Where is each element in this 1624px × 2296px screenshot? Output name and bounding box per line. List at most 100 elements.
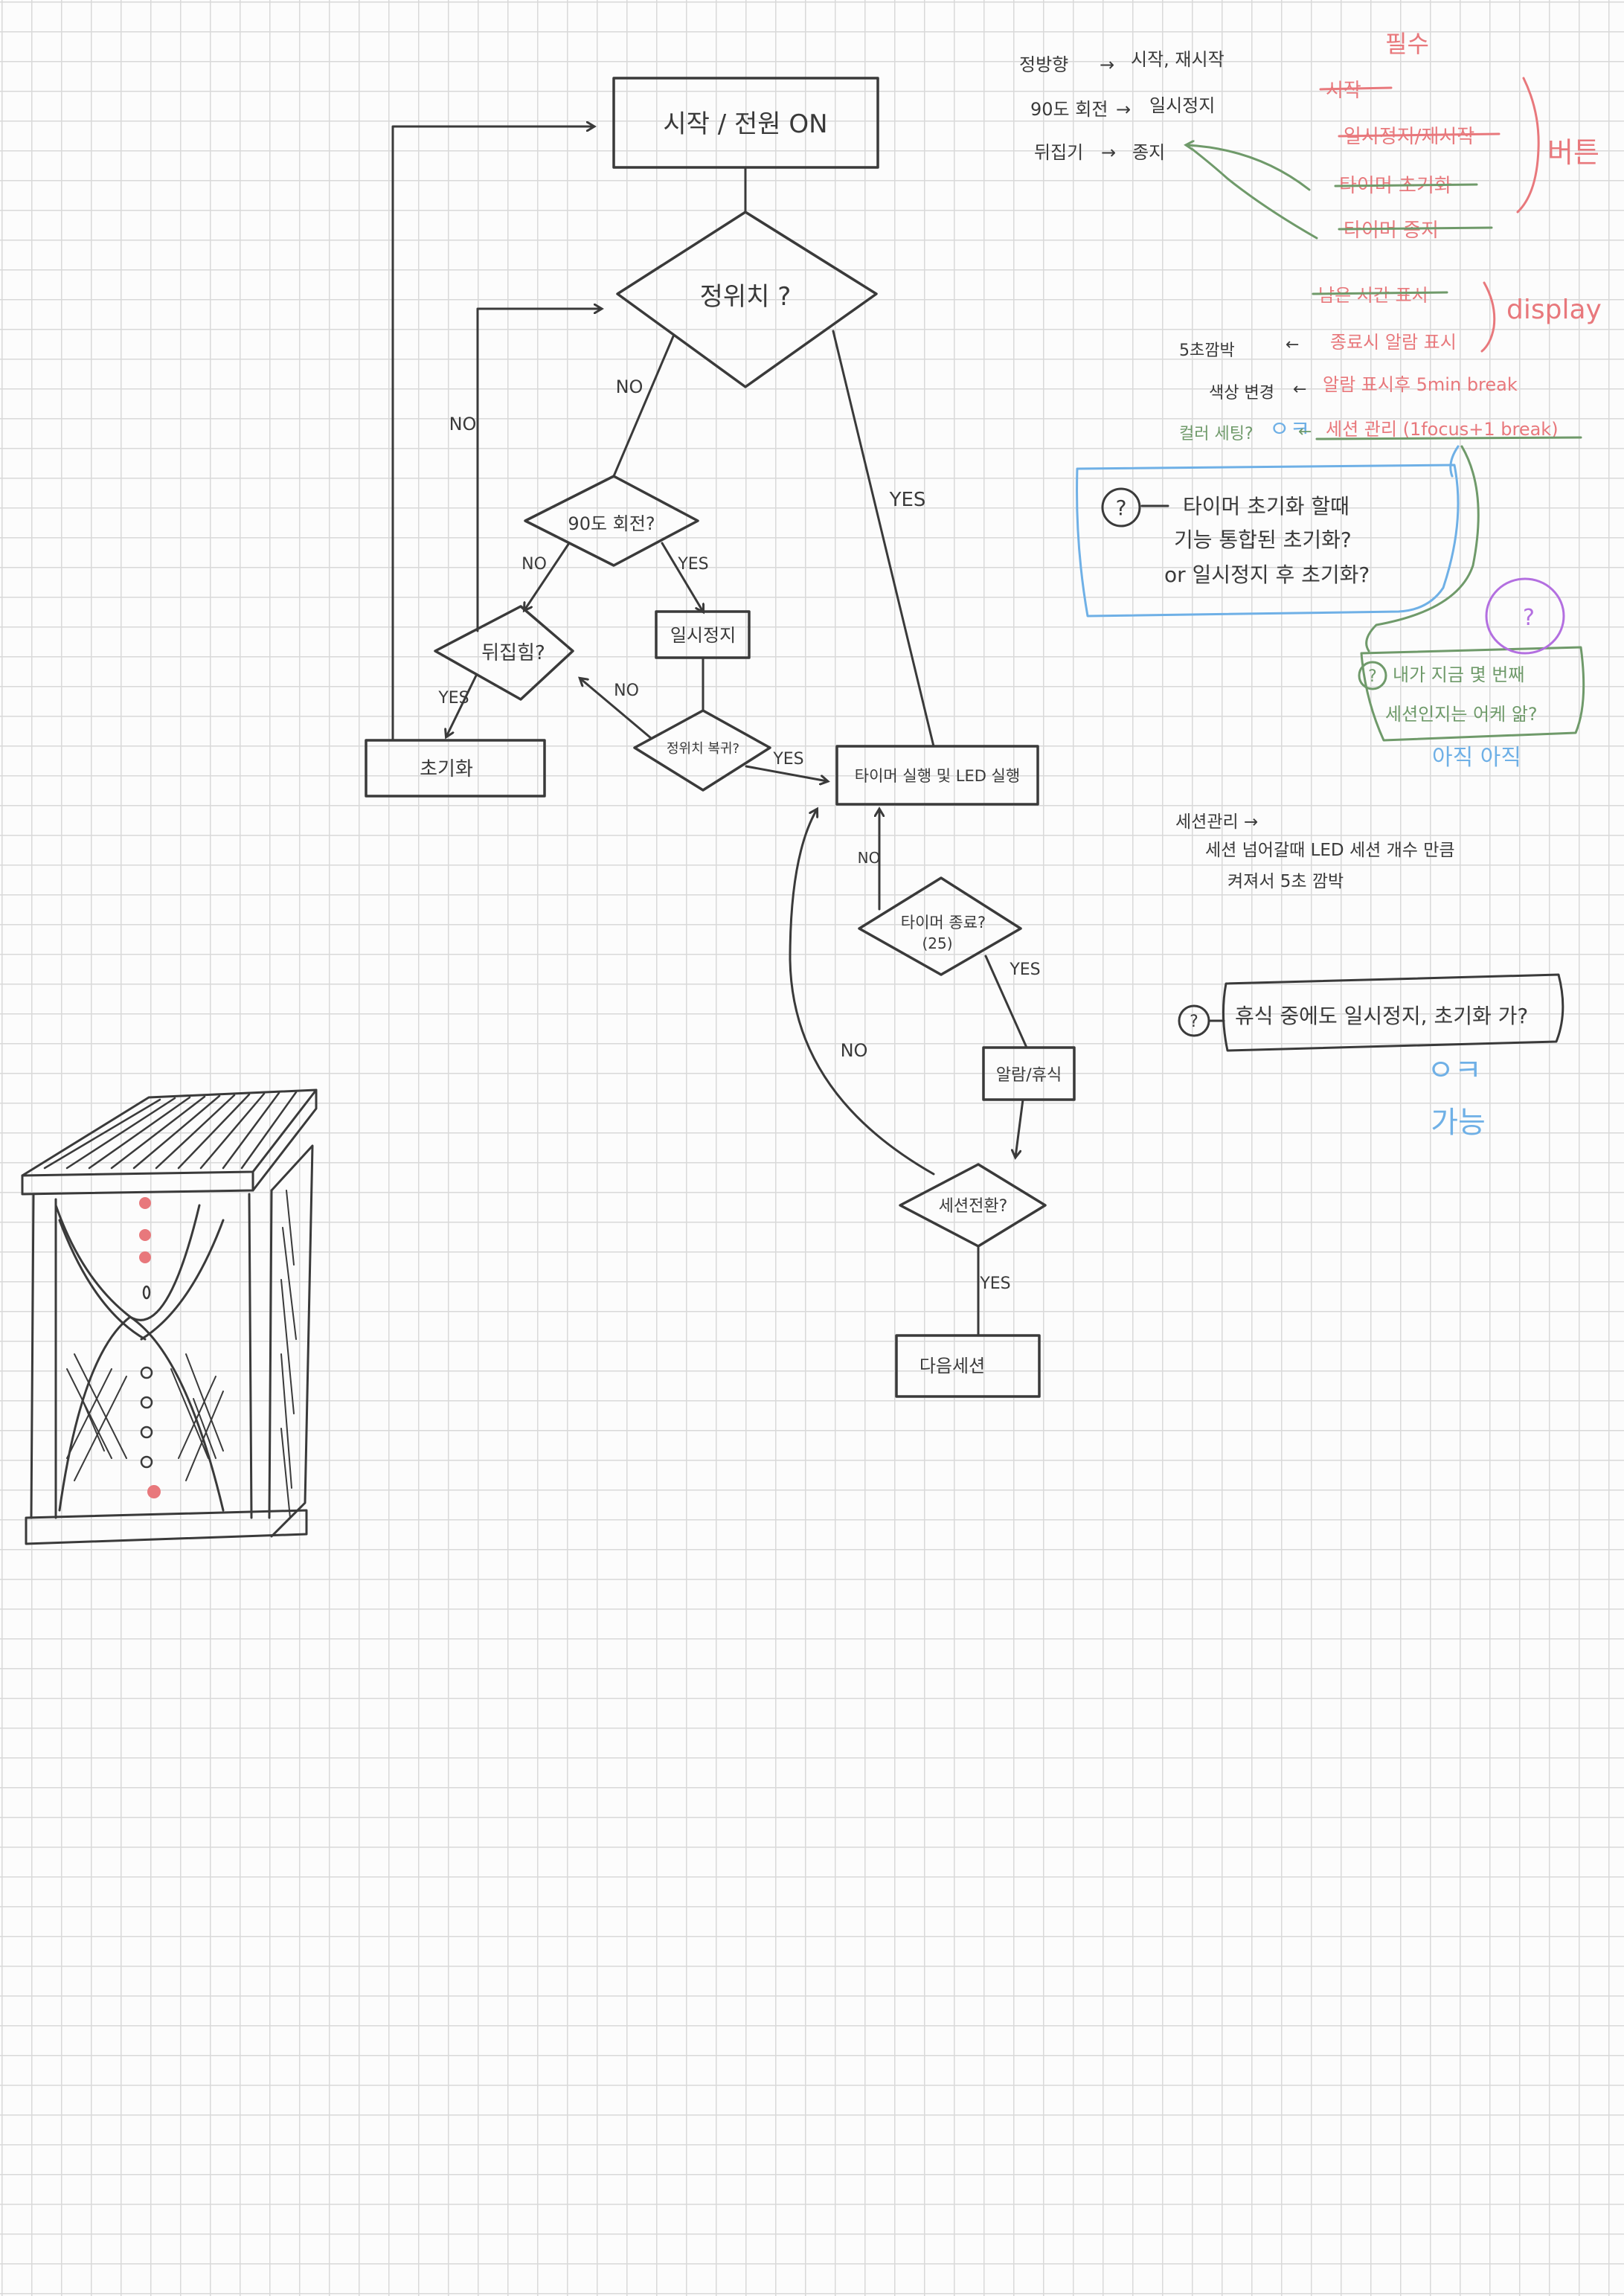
upright-yes-line [832,330,935,748]
button-item-1: 시작 [1326,80,1361,102]
action-row-1-to: 시작, 재시작 [1131,49,1225,70]
session-label: 세션전환? [939,1197,1008,1216]
timer-run-box [835,745,1039,806]
start-label: 시작 / 전원 ON [663,109,827,139]
action-row-2-to: 일시정지 [1149,95,1215,116]
no-label-rotate: NO [521,555,547,574]
question3-answer-line2: 가능 [1431,1106,1486,1140]
strike-button-2 [1338,132,1501,138]
button-item-4: 타이머 종지 [1344,219,1439,242]
reset-to-start-line [391,126,594,742]
blink-arrow: ← [1286,336,1299,354]
restore-label: 정위치 복귀? [667,741,739,757]
no-label-session: NO [841,1040,868,1061]
question3-box [1222,973,1564,1052]
color-setting-label: 컬러 세팅? [1179,425,1254,443]
buttons-brace [1516,77,1540,214]
question1-tail [1449,445,1460,478]
upright-label: 정위치 ? [700,282,792,312]
yes-label-rotate: YES [677,555,708,574]
session-mgmt-line2: 켜져서 5초 깜박 [1227,872,1344,891]
question2-line2: 세션인지는 어케 앎? [1385,704,1538,725]
strike-button-1 [1319,86,1393,91]
no-label-upright: NO [616,376,643,397]
yes-label-timer-end: YES [1009,961,1040,979]
action-row-2-from: 90도 회전 [1030,99,1108,120]
no-label-restore: NO [614,682,639,700]
strike-button-3 [1334,183,1478,187]
rotate-decision [524,475,699,567]
alarm-rest-label: 알람/휴식 [996,1066,1062,1085]
question2-answer: 아직 아직 [1432,745,1521,771]
restore-yes-line [745,765,827,781]
purple-question-circle [1485,577,1565,655]
restore-no-line [580,679,652,740]
timer-run-label: 타이머 실행 및 LED 실행 [855,767,1020,785]
display-item-2: 종료시 알람 표시 [1330,332,1457,353]
display-label: display [1506,295,1602,325]
reset-box [365,739,546,798]
no-label-timer-end: NO [858,849,881,867]
timer-end-label: 타이머 종료? [901,914,986,931]
next-session-box [895,1334,1041,1398]
session-decision [899,1163,1047,1248]
pause-label: 일시정지 [670,625,736,646]
session-mgmt-line1: 세션 넘어갈때 LED 세션 개수 만큼 [1205,841,1455,860]
rotate-yes-line [661,542,703,612]
strike-button-4 [1338,226,1493,231]
question2-box [1360,646,1585,742]
yes-label-session: YES [979,1274,1010,1293]
yes-label-upright: YES [889,489,926,511]
question1-line3: or 일시정지 후 초기화? [1164,562,1370,587]
action-row-3-to: 종지 [1132,142,1165,163]
question2-mark-circle [1358,661,1387,690]
reset-label: 초기화 [420,758,473,780]
hourglass-device-sketch [21,1088,318,1545]
question1-mark-circle [1101,487,1141,527]
yes-label-restore: YES [772,750,803,769]
question3-answer-line1: ㅇㅋ [1427,1054,1482,1088]
question2-line1: 내가 지금 몇 번째 [1393,664,1524,685]
question1-mark: ? [1116,496,1127,520]
timer-end-yes-line [984,955,1028,1049]
session-no-curve [789,809,935,1176]
question3-text: 휴식 중에도 일시정지, 초기화 가? [1235,1004,1528,1028]
next-session-label: 다음세션 [919,1356,985,1376]
buttons-label: 버튼 [1547,136,1599,169]
timer-end-sub-label: (25) [922,934,952,952]
green-link-buttons-2 [1190,147,1318,240]
display-item-1: 남은 시간 표시 [1318,285,1428,306]
question1-line2: 기능 통합된 초기화? [1174,527,1352,552]
timer-end-decision [858,876,1022,976]
rotate-label: 90도 회전? [568,513,655,534]
flip-decision [434,605,574,701]
color-change-label: 색상 변경 [1209,384,1274,403]
green-connector [1365,445,1480,652]
color-change-arrow: ← [1293,380,1306,399]
action-row-3-from: 뒤집기 [1034,142,1083,163]
restore-decision [633,709,771,792]
required-label: 필수 [1385,30,1429,58]
strike-display-1 [1312,291,1448,295]
question2-mark: ? [1368,667,1377,686]
no-label-flip-loop: NO [449,414,477,434]
rotate-no-line [524,542,571,610]
ok-label-1: ㅇㅋ [1269,417,1310,443]
blink-label: 5초깜박 [1179,341,1235,360]
action-row-3-arrow: → [1101,142,1116,163]
purple-question-mark: ? [1523,605,1535,631]
upright-no-line [612,335,675,478]
display-brace [1480,281,1496,353]
underline-display-4 [1315,436,1582,440]
flip-no-to-upright-line [476,309,601,632]
color-setting-arrow: ← [1298,423,1312,441]
flip-yes-line [446,674,478,737]
session-mgmt-label: 세션관리 → [1175,812,1258,832]
flip-label: 뒤집힘? [481,642,545,664]
question3-mark: ? [1190,1013,1198,1031]
green-link-buttons [1187,145,1311,191]
device-leds [139,1197,161,1498]
action-row-1-from: 정방향 [1019,54,1068,75]
action-row-1-arrow: → [1100,54,1114,75]
